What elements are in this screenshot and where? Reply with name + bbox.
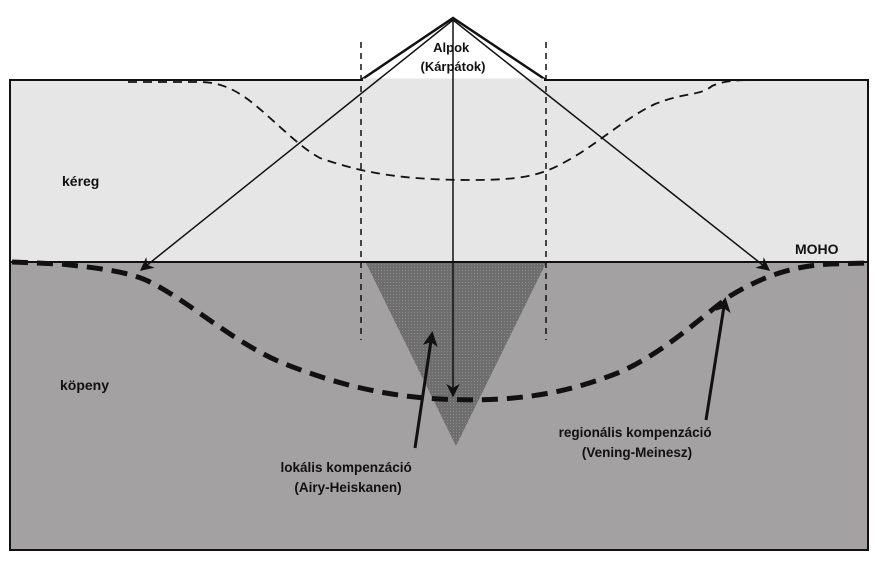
peak-label: Alpok (Kárpátok) xyxy=(420,40,485,74)
crust-label: kéreg xyxy=(62,173,99,189)
crust-deflection-curve xyxy=(128,79,761,181)
moho-label: MOHO xyxy=(795,241,839,257)
crust-layer xyxy=(9,79,869,263)
right-arrow xyxy=(452,19,771,271)
local-compensation-arrow xyxy=(413,331,438,449)
mantle-label: köpeny xyxy=(60,377,109,393)
airy-root xyxy=(366,263,546,446)
mountain-outline xyxy=(360,16,547,82)
local-compensation-label: lokális kompenzáció (Airy-Heiskanen) xyxy=(280,460,415,495)
regional-compensation-label: regionális kompenzáció (Vening-Meinesz) xyxy=(559,425,716,460)
regional-moho-curve xyxy=(11,259,869,403)
left-arrow xyxy=(139,19,454,271)
regional-compensation-arrow xyxy=(704,297,731,421)
